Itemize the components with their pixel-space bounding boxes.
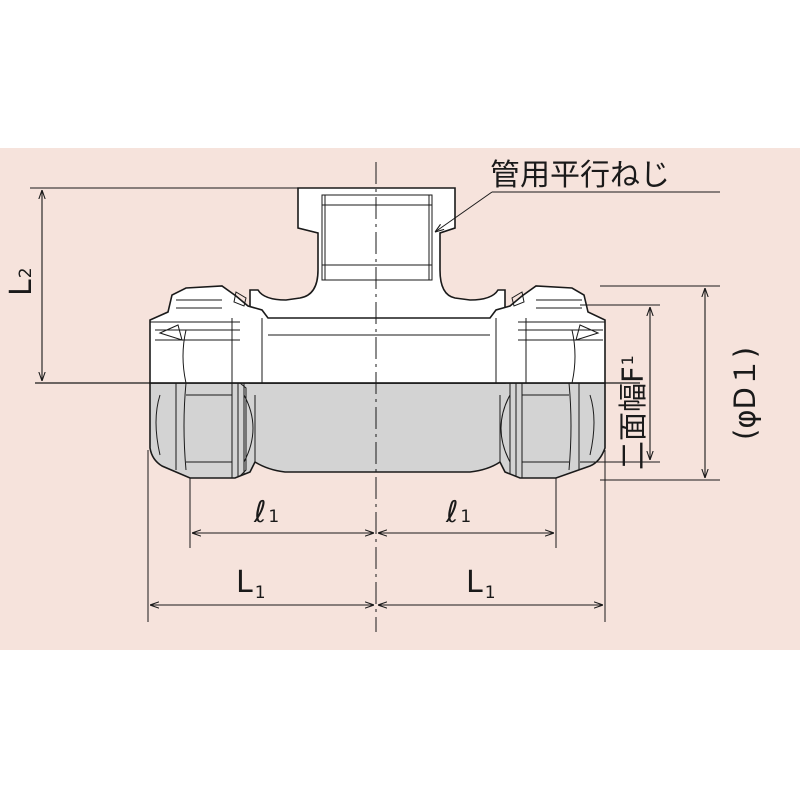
thread-bore: [321, 194, 433, 281]
run-body-section: [149, 382, 606, 479]
dim-D1: [600, 285, 720, 481]
outline-view: [149, 187, 606, 384]
left-nut-section: [175, 382, 245, 478]
section-view: [149, 382, 606, 479]
left-nut-upper: [150, 318, 240, 384]
right-nut-upper: [518, 318, 605, 384]
right-nut-section: [509, 382, 580, 478]
label-thread: 管用平行ねじ: [490, 158, 670, 193]
label-L2: L2: [4, 267, 39, 296]
dim-L2: [30, 187, 298, 381]
dim-l1: [189, 478, 557, 548]
dim-F1: [580, 304, 660, 463]
label-across-flats: 二面幅F1: [616, 355, 650, 470]
label-diameter: (φD１): [728, 347, 762, 440]
dim-L1: [147, 450, 606, 622]
thread-leader: [435, 191, 720, 232]
